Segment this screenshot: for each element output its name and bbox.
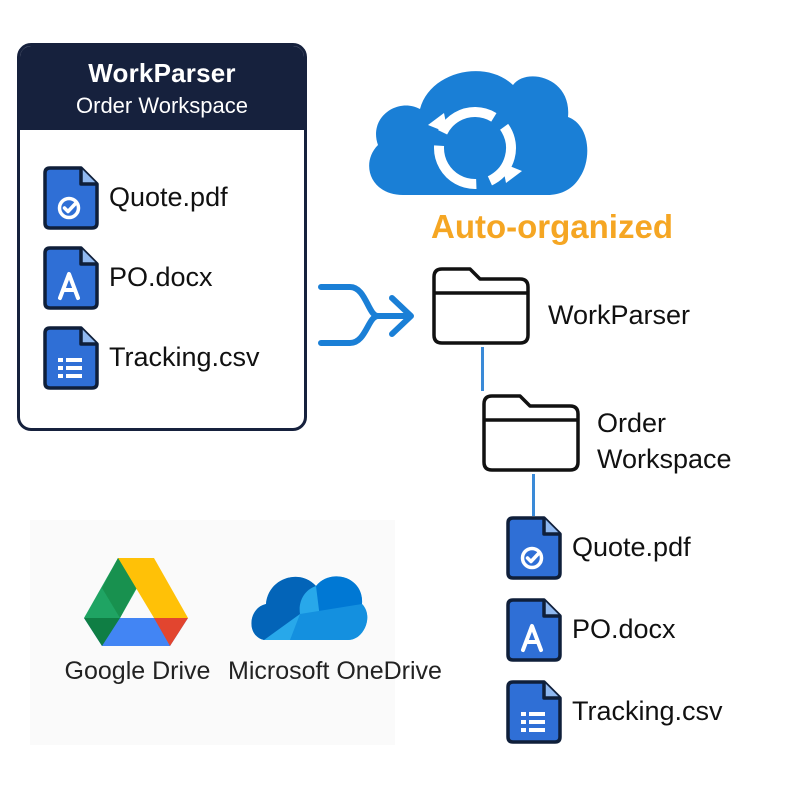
tree-file-po[interactable]: PO.docx <box>506 598 786 662</box>
file-label: PO.docx <box>572 614 676 644</box>
tree-connector <box>481 347 484 391</box>
file-label: PO.docx <box>109 262 213 292</box>
workspace-card: WorkParser Order Workspace Quote.pdf PO.… <box>17 43 307 431</box>
root-folder-label: WorkParser <box>548 300 691 330</box>
root-folder-icon[interactable] <box>430 263 532 347</box>
workspace-title: WorkParser <box>88 58 236 88</box>
merge-arrow-icon <box>318 284 414 346</box>
subfolder-icon[interactable] <box>480 390 582 474</box>
file-label: Quote.pdf <box>109 182 228 212</box>
file-label: Tracking.csv <box>572 696 723 726</box>
workspace-subtitle: Order Workspace <box>76 93 248 118</box>
check-document-icon <box>506 516 562 580</box>
onedrive-icon <box>251 576 368 640</box>
tree-connector <box>532 474 535 516</box>
tree-file-quote[interactable]: Quote.pdf <box>506 516 786 580</box>
integrations-panel: Google Drive Microsoft OneDrive <box>30 520 442 745</box>
tree-file-tracking[interactable]: Tracking.csv <box>506 680 786 744</box>
subfolder-label: Order Workspace <box>597 408 732 474</box>
google-drive-label: Google Drive <box>64 657 211 685</box>
word-document-icon <box>506 598 562 662</box>
check-document-icon <box>43 166 99 230</box>
word-document-icon <box>43 246 99 310</box>
spreadsheet-document-icon <box>43 326 99 390</box>
onedrive-label: Microsoft OneDrive <box>228 657 442 685</box>
workspace-card-header: WorkParser Order Workspace <box>20 46 304 130</box>
auto-organized-label: Auto-organized <box>431 208 673 245</box>
google-drive-icon <box>84 558 188 646</box>
cloud-sync-icon <box>369 71 588 195</box>
file-label: Quote.pdf <box>572 532 691 562</box>
spreadsheet-document-icon <box>506 680 562 744</box>
file-label: Tracking.csv <box>109 342 260 372</box>
